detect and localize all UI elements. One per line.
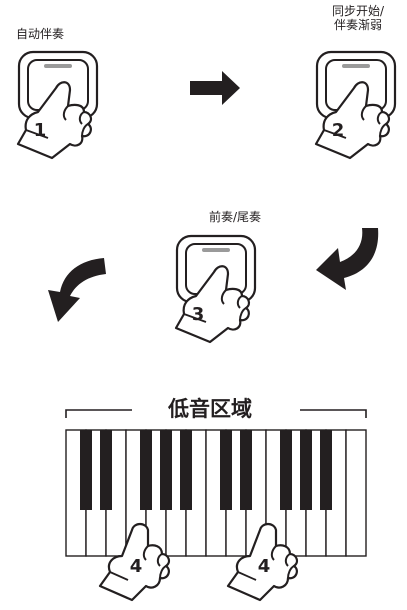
step4-number-left: 4 bbox=[130, 556, 143, 577]
step4-number-right: 4 bbox=[258, 556, 271, 577]
step3-label: 前奏/尾奏 bbox=[208, 210, 262, 224]
step3-number: 3 bbox=[192, 304, 205, 325]
step2-label-line2: 伴奏渐弱 bbox=[333, 18, 382, 32]
step2-button-hand: 2 bbox=[314, 50, 397, 160]
black-key bbox=[140, 430, 152, 510]
curved-arrow-down-icon bbox=[48, 258, 106, 322]
step3-button-hand: 3 bbox=[174, 234, 257, 344]
bass-range-bracket bbox=[65, 409, 367, 418]
black-key bbox=[320, 430, 332, 510]
black-key bbox=[240, 430, 252, 510]
black-key bbox=[100, 430, 112, 510]
step1-button-hand: 1 bbox=[16, 50, 99, 160]
left-hand-on-keys: 4 bbox=[98, 522, 171, 602]
bass-range-label: 低音区域 bbox=[168, 397, 252, 421]
step2-number: 2 bbox=[332, 120, 345, 141]
step1-number: 1 bbox=[34, 120, 47, 141]
step1-label: 自动伴奏 bbox=[15, 27, 64, 41]
black-key bbox=[220, 430, 232, 510]
black-key bbox=[280, 430, 292, 510]
black-key bbox=[180, 430, 192, 510]
step2-label: 同步开始/ 伴奏渐弱 bbox=[318, 4, 398, 32]
curved-arrow-down-left-icon bbox=[316, 228, 379, 290]
black-key bbox=[80, 430, 92, 510]
black-key bbox=[160, 430, 172, 510]
right-arrow-icon bbox=[190, 71, 240, 105]
piano-keyboard bbox=[65, 429, 367, 557]
step2-label-line1: 同步开始/ bbox=[331, 4, 385, 18]
black-key bbox=[300, 430, 312, 510]
white-key bbox=[345, 429, 367, 557]
right-hand-on-keys: 4 bbox=[226, 522, 299, 602]
